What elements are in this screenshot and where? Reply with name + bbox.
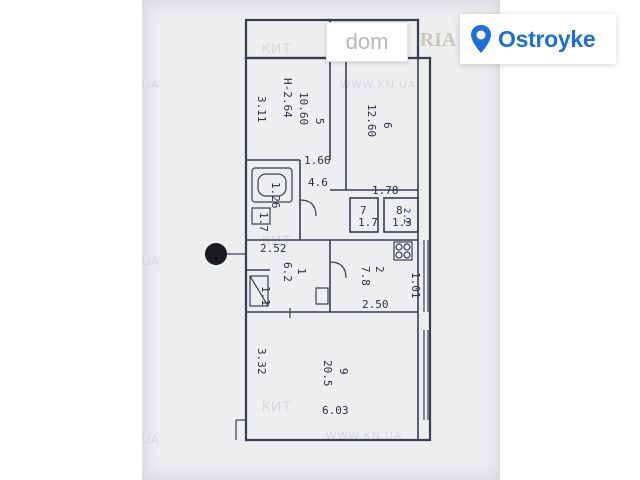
- room5-number: 5: [313, 118, 326, 125]
- storage-number: 7: [360, 204, 367, 217]
- room6-area: 12.60: [365, 104, 378, 137]
- room5-height: H-2.64: [281, 78, 294, 118]
- hall-number: 1: [295, 268, 308, 275]
- dom-logo-text: dom: [345, 29, 389, 54]
- ostroyke-logo[interactable]: Ostroyke: [460, 14, 616, 64]
- wc-number: 8: [396, 204, 403, 217]
- entry-dim: 1.1: [259, 286, 272, 306]
- ria-logo: RIA: [412, 24, 464, 56]
- watermark-kit-top: КИТ: [262, 40, 292, 56]
- bathroom-dim2: 1.7: [257, 212, 270, 232]
- kitchen-area: 7.8: [359, 266, 372, 286]
- corridor-dim1: 1.66: [304, 154, 331, 167]
- ostroyke-logo-text: Ostroyke: [498, 25, 596, 52]
- location-pin-icon: [471, 25, 491, 53]
- hall-width: 2.52: [260, 242, 287, 255]
- watermark-ua-bottom: UA: [142, 434, 160, 446]
- wc-area: 1.3: [392, 216, 412, 229]
- watermark-kit-bottom: КИТ: [262, 398, 292, 414]
- storage-dim: 1.78: [372, 184, 399, 197]
- kitchen-number: 2: [373, 266, 386, 273]
- windows: [235, 240, 429, 440]
- entrance-marker: [205, 243, 227, 265]
- corridor-dim2: 4.6: [308, 176, 328, 189]
- bathroom-dim1: 1.26: [269, 182, 282, 209]
- ria-logo-text: RIA: [419, 28, 457, 51]
- exterior-walls: [244, 18, 432, 442]
- side-dim: 2.2: [401, 208, 411, 224]
- room5-area: 10.60: [297, 92, 310, 125]
- room5-width: 3.11: [255, 96, 268, 123]
- hall-area: 6.2: [281, 262, 294, 282]
- watermark-ua-mid: UA: [142, 256, 160, 268]
- room9-area: 20.5: [321, 360, 334, 387]
- room6-number: 6: [381, 122, 394, 129]
- kitchen-width: 2.50: [362, 298, 389, 311]
- storage-area: 1.7: [358, 216, 378, 229]
- room9-height: 3.32: [255, 348, 268, 375]
- watermark-url-top: WWW.KN.UA: [340, 79, 417, 91]
- fixtures: [249, 167, 413, 307]
- kitchen-dim: 1.01: [409, 272, 422, 299]
- dom-ria-logo[interactable]: dom: [326, 22, 408, 62]
- room9-number: 9: [337, 368, 350, 375]
- room9-width: 6.03: [322, 404, 349, 417]
- interior-walls: [246, 58, 419, 440]
- watermark-ua-top: UA: [142, 79, 160, 91]
